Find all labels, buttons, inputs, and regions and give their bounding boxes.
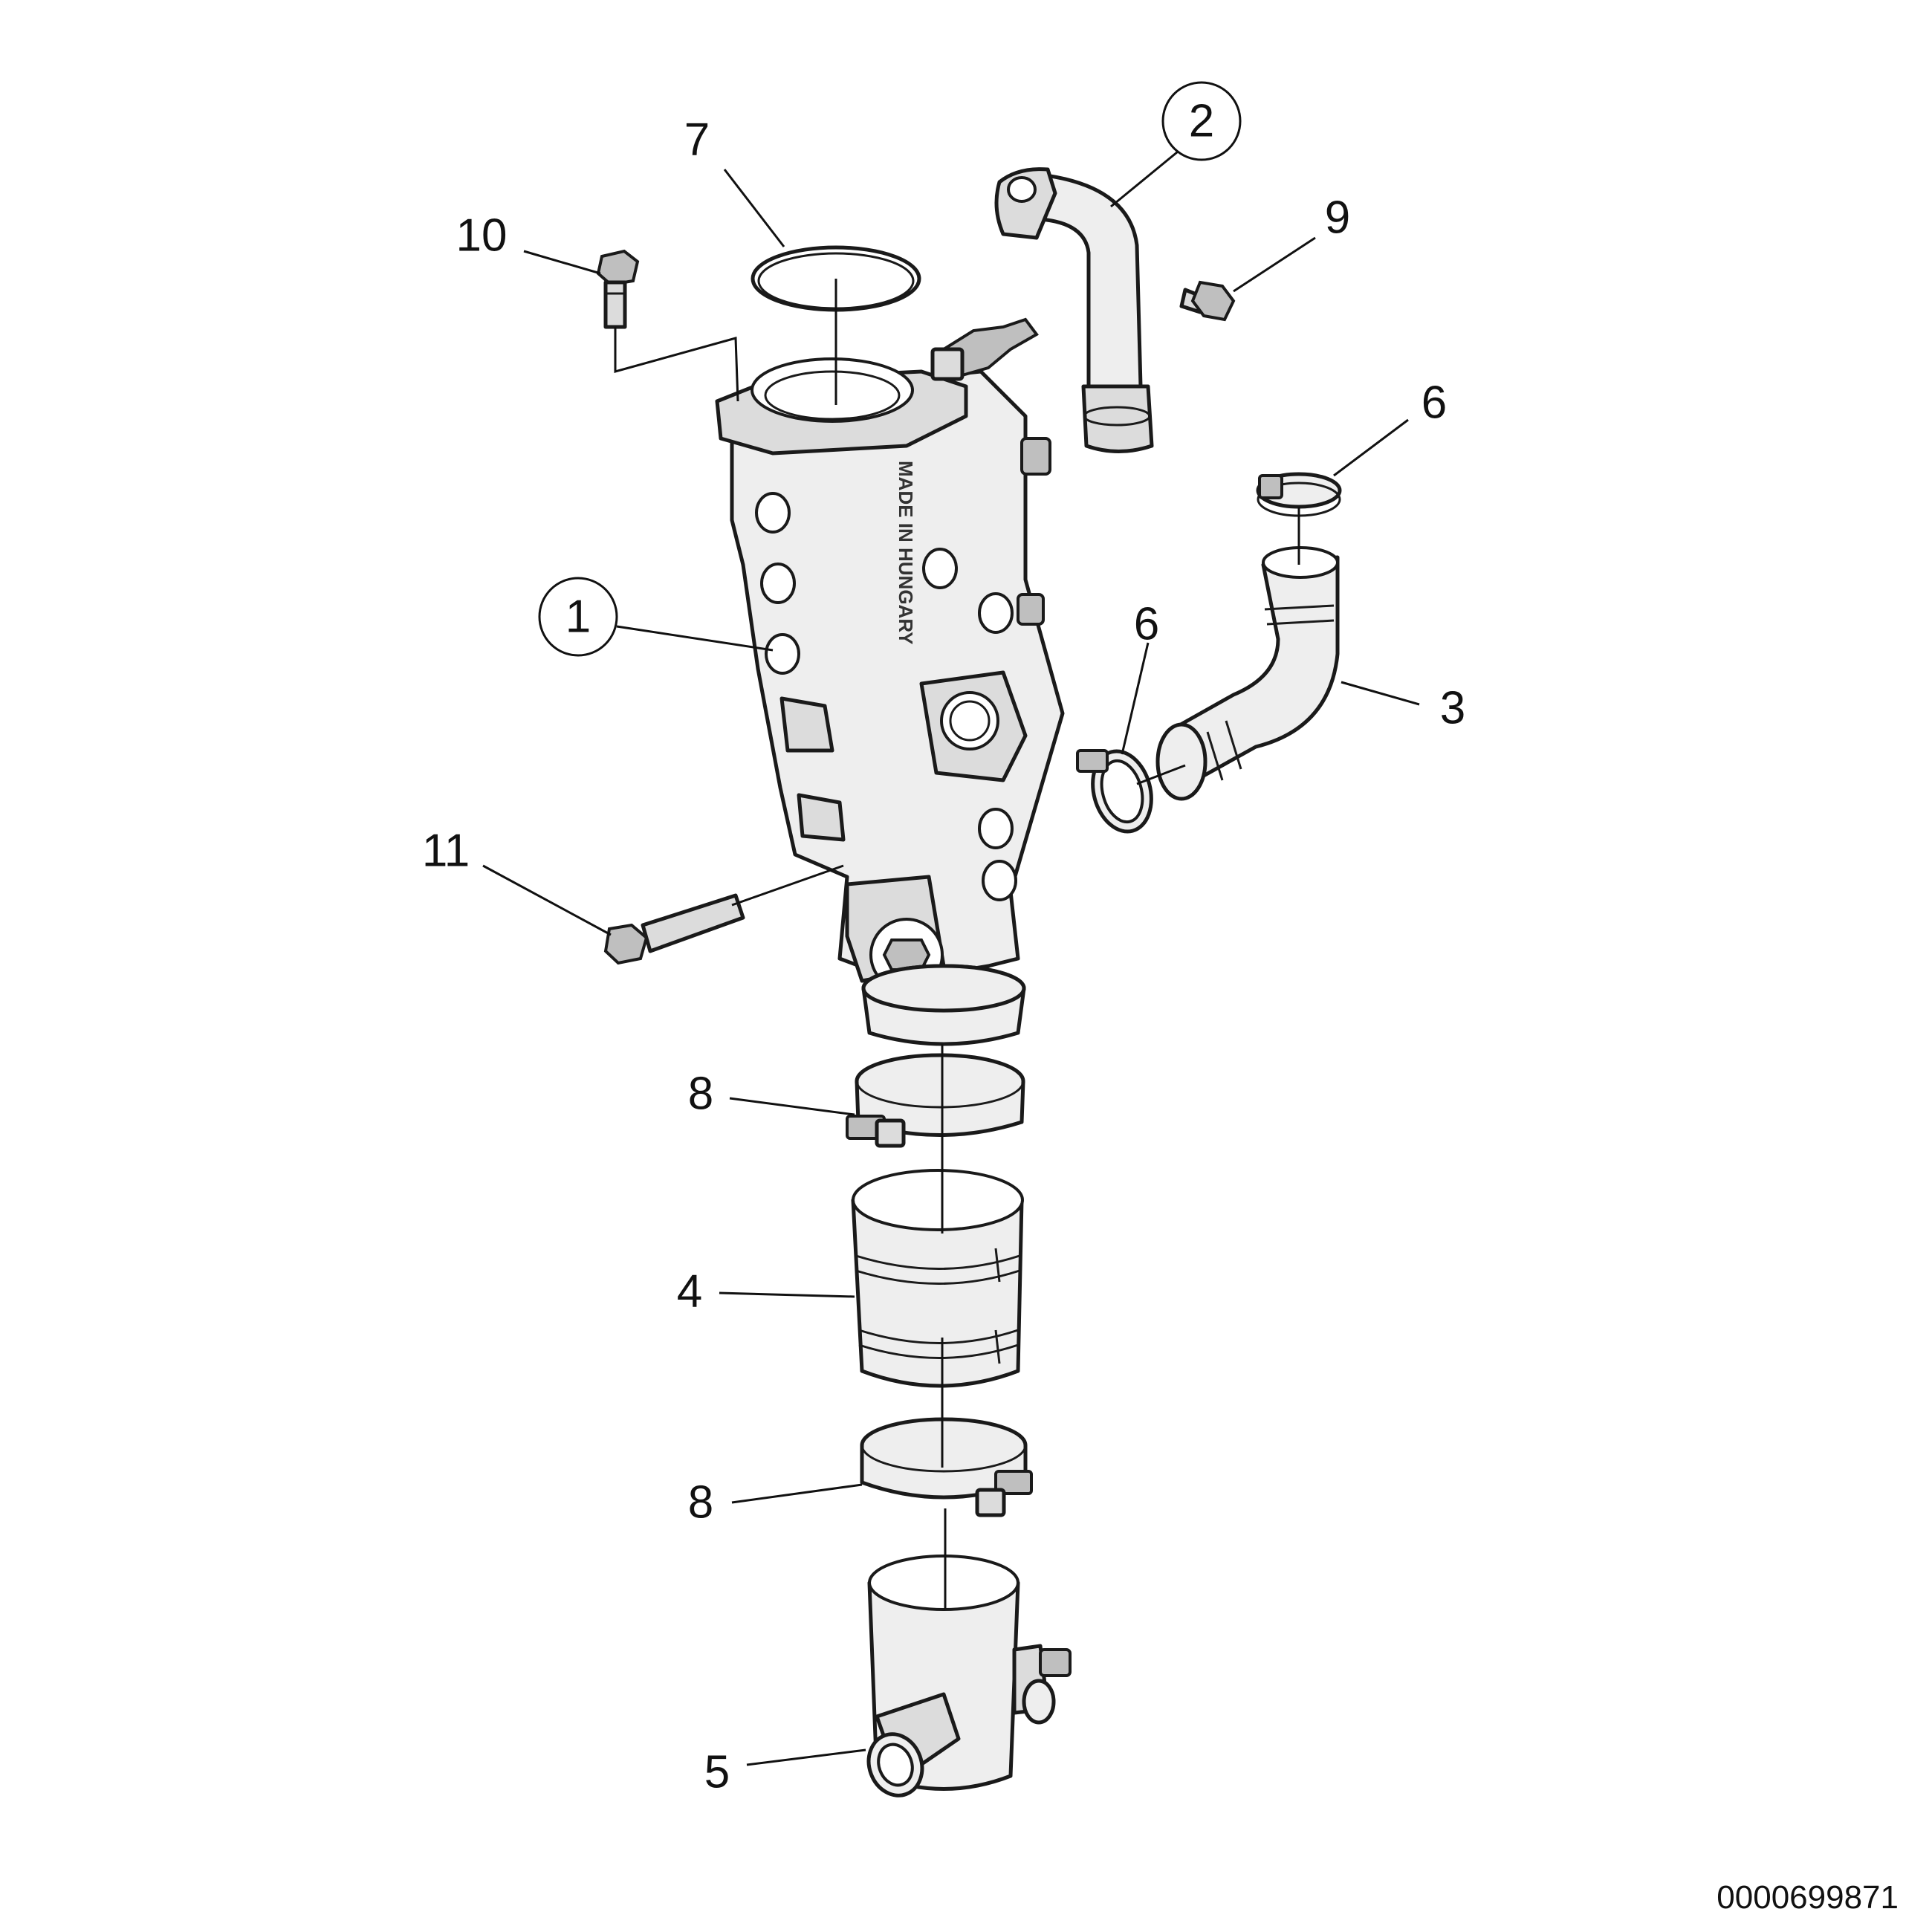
part-5-t-pipe: [866, 1555, 1072, 1798]
callout-5: 5: [704, 1747, 730, 1798]
part-6-clamp-upper: [1256, 472, 1342, 517]
callout-circle-1: [538, 577, 618, 657]
callout-9: 9: [1325, 192, 1350, 244]
callouts: 1 2 3 4 5 6 6 7 8 8 9 10 11: [422, 81, 1465, 1798]
part-4-hose-sleeve: [851, 1169, 1024, 1388]
part-9-bolt: [1179, 280, 1236, 322]
part-6-clamp-lower: [1076, 749, 1153, 834]
callout-1: 1: [565, 591, 591, 643]
callout-11: 11: [422, 826, 470, 877]
part-8-clamp-upper: [846, 1053, 1025, 1148]
part-2-pipe: [994, 167, 1154, 453]
part-3-hose: [1155, 546, 1340, 801]
part-1-housing: MADE IN HUNGARY: [715, 317, 1065, 1046]
callout-4: 4: [677, 1266, 702, 1317]
assembly-lines: [614, 279, 1300, 1609]
callout-7: 7: [684, 114, 710, 166]
leader-lines: [482, 147, 1420, 1766]
part-10-bolt: [596, 249, 640, 329]
casting-marking: MADE IN HUNGARY: [895, 461, 917, 644]
callout-2: 2: [1189, 96, 1214, 147]
callout-8-lower: 8: [688, 1477, 713, 1529]
callout-circle-2: [1161, 81, 1242, 161]
callout-6-upper: 6: [1422, 377, 1447, 429]
part-11-bolt: [603, 893, 745, 965]
callout-6-lower: 6: [1134, 599, 1159, 650]
document-id: 0000699871: [1717, 1879, 1899, 1916]
callout-8-upper: 8: [688, 1069, 713, 1120]
part-8-clamp-lower: [860, 1417, 1033, 1517]
callout-10: 10: [456, 210, 508, 262]
callout-3: 3: [1440, 683, 1465, 734]
